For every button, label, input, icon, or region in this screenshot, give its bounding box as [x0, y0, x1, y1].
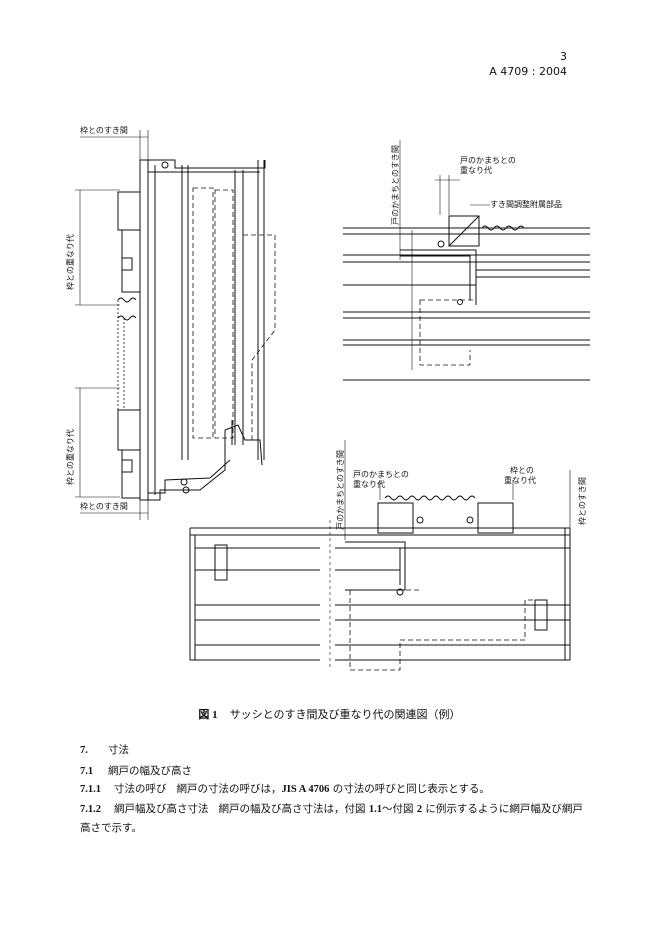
- label-stile-overlap-lower-2: 重なり代: [353, 479, 385, 489]
- label-frame-overlap-upper: 枠との重なり代: [65, 234, 75, 290]
- section-7-1-2-text-c: に例示するように網戸幅及び網戸高さで示す。: [80, 803, 583, 834]
- section-7-title: 寸法: [108, 744, 129, 756]
- standard-id: A 4709 : 2004: [489, 65, 567, 78]
- section-7-1-heading: 7.1 網戸の幅及び高さ: [80, 763, 192, 778]
- section-7-1-1-paragraph: 7.1.1 寸法の呼び網戸の寸法の呼びは，JIS A 4706 の寸法の呼びと同じ…: [80, 780, 585, 799]
- section-7-1-2-ref2: 2: [416, 804, 423, 815]
- technical-drawing: 枠とのすき間 枠とのすき間 枠との重なり代 枠との重なり代 戸のかまちとのすき間…: [65, 125, 590, 671]
- label-stile-gap-lower: 戸のかまちとのすき間: [336, 450, 345, 530]
- label-frame-gap-top: 枠とのすき間: [80, 125, 128, 135]
- section-7-1-2-paragraph: 7.1.2 網戸幅及び高さ寸法網戸の幅及び高さ寸法は，付図 1.1～付図 2 に例…: [80, 800, 585, 837]
- label-frame-overlap-right-2: 重なり代: [504, 475, 536, 485]
- section-7-number: 7.: [80, 745, 88, 756]
- section-7-1-2-number: 7.1.2: [80, 804, 101, 815]
- label-stile-overlap-upper-2: 重なり代: [460, 165, 492, 175]
- label-frame-overlap-lower: 枠との重なり代: [65, 429, 75, 485]
- section-7-1-2-text-a: 網戸の幅及び高さ寸法は，付図: [218, 803, 369, 815]
- section-7-1-1-text-b: の寸法の呼びと同じ表示とする。: [329, 783, 490, 795]
- label-frame-overlap-right-1: 枠との: [510, 465, 534, 475]
- page-number: 3: [560, 50, 567, 63]
- label-gap-adjust-fitting: すき間調整附属部品: [490, 199, 562, 209]
- section-7-1-2-title: 網戸幅及び高さ寸法: [114, 803, 209, 815]
- label-stile-overlap-upper-1: 戸のかまちとの: [460, 156, 516, 165]
- label-stile-overlap-lower-1: 戸のかまちとの: [353, 470, 409, 479]
- caption-number: 図 1: [198, 709, 218, 721]
- section-7-1-2-ref1: 1.1: [368, 804, 382, 815]
- label-stile-gap-upper: 戸のかまちとのすき間: [391, 145, 400, 225]
- caption-text: サッシとのすき間及び重なり代の関連図（例）: [229, 708, 461, 721]
- section-7-1-title: 網戸の幅及び高さ: [108, 765, 192, 777]
- label-frame-gap-bottom: 枠とのすき間: [80, 501, 128, 511]
- section-7-1-1-title: 寸法の呼び: [114, 783, 167, 795]
- section-7-1-2-text-b: ～付図: [381, 803, 417, 815]
- figure-caption: 図 1 サッシとのすき間及び重なり代の関連図（例）: [0, 706, 659, 722]
- section-7-heading: 7. 寸法: [80, 742, 129, 757]
- section-7-1-1-text-a: 網戸の寸法の呼びは，: [176, 783, 282, 795]
- section-7-1-number: 7.1: [80, 766, 94, 777]
- section-7-1-1-ref: JIS A 4706: [281, 784, 330, 795]
- label-frame-gap-right: 枠とのすき間: [577, 477, 587, 525]
- section-7-1-1-number: 7.1.1: [80, 784, 101, 795]
